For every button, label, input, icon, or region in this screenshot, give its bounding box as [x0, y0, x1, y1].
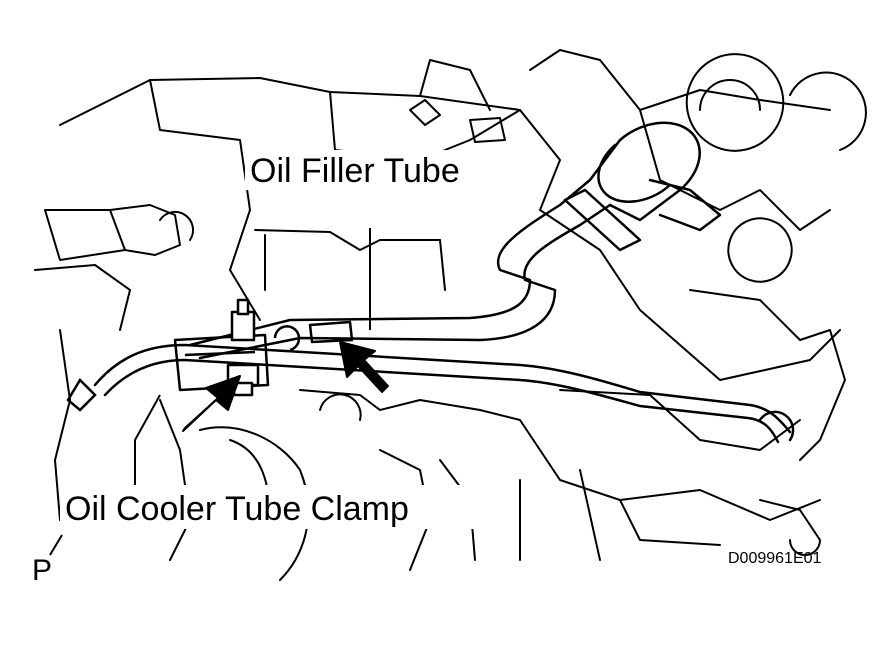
view-marker-line	[49, 534, 63, 556]
arrow-icon	[339, 341, 389, 393]
oil-cooler-tube-clamp	[173, 298, 301, 397]
label-oil-cooler-tube-clamp: Oil Cooler Tube Clamp	[65, 490, 409, 528]
oil-cooler-tube	[66, 343, 795, 444]
label-backing	[245, 150, 503, 190]
leader-line-oil-cooler-tube-clamp	[134, 394, 161, 490]
engine-background	[34, 49, 867, 581]
view-marker-label: P	[32, 554, 52, 587]
label-backing	[60, 485, 480, 529]
label-oil-filler-tube: Oil Filler Tube	[250, 152, 460, 190]
oil-filler-tube	[188, 121, 722, 360]
arrow-icon	[182, 375, 241, 432]
figure-code: D009961E01	[728, 550, 822, 567]
